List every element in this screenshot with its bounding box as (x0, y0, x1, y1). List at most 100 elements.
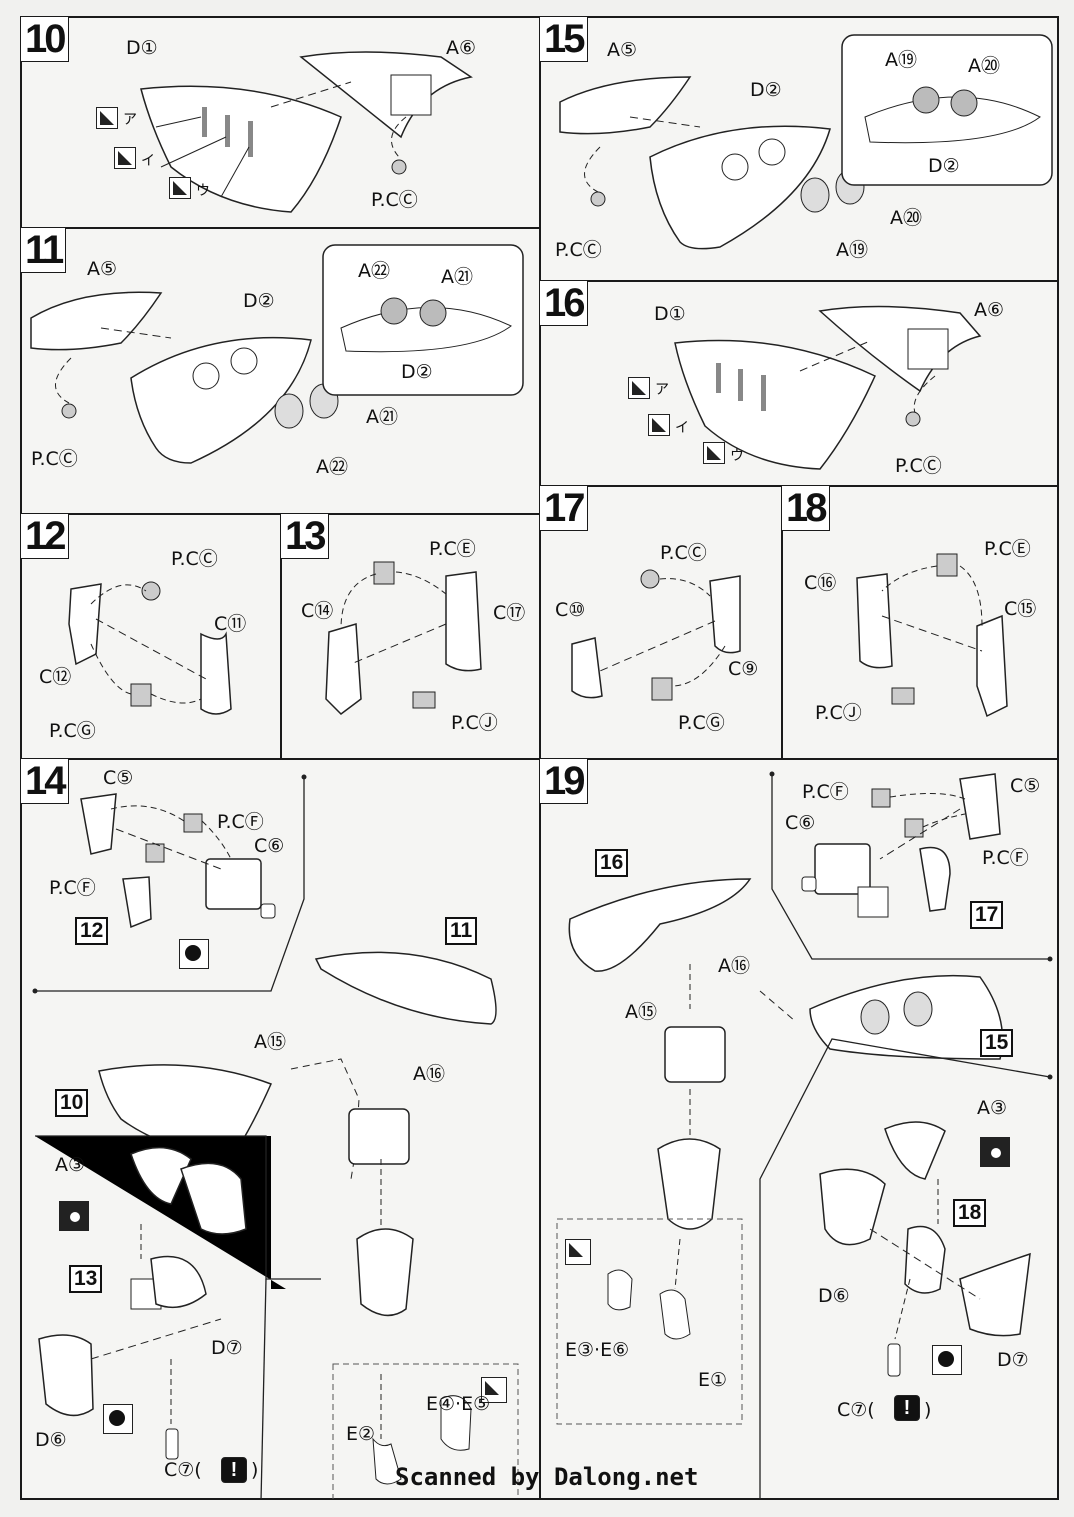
label-pcf2: P.CⒻ (982, 847, 1029, 869)
label-k2: イ (141, 153, 155, 169)
label-pc: P.CⒸ (895, 455, 942, 477)
label-c7-end: ) (251, 1459, 259, 1481)
step-number: 10 (21, 17, 69, 62)
label-c9: C⑨ (728, 658, 759, 680)
label-pce: P.CⒺ (429, 538, 476, 560)
label-c7: C⑦( (837, 1399, 875, 1421)
label-c6: C⑥ (785, 812, 816, 834)
step-19-drawing (556, 771, 1053, 1499)
label-d2: D② (243, 290, 275, 312)
label-c17: C⑰ (493, 602, 526, 624)
label-pcc: P.CⒸ (171, 548, 218, 570)
label-c5: C⑤ (1010, 775, 1041, 797)
label-pcf1: P.CⒻ (217, 811, 264, 833)
step-14-drawing (32, 774, 519, 1499)
circle-dot-icon (932, 1345, 962, 1375)
label-pcg: P.CⒼ (678, 712, 725, 734)
label-c16: C⑯ (804, 572, 837, 594)
label-e1: E① (698, 1369, 728, 1391)
label-pcf2: P.CⒻ (49, 877, 96, 899)
label-pce: P.CⒺ (984, 538, 1031, 560)
label-c11: C⑪ (214, 613, 247, 635)
label-a20b: A⑳ (890, 207, 922, 229)
cut-icon (481, 1377, 507, 1403)
cut-icon (628, 377, 650, 399)
ref-step-16: 16 (595, 849, 629, 877)
label-pcf1: P.CⒻ (802, 781, 849, 803)
label-d7: D⑦ (997, 1349, 1029, 1371)
label-a5: A⑤ (607, 39, 638, 61)
label-a21: A㉑ (441, 266, 473, 288)
step-10-panel: 10 D① A⑥ P.CⒸ ア イ ウ (20, 16, 541, 229)
label-k3: ウ (730, 448, 744, 464)
label-c15: C⑮ (1004, 598, 1037, 620)
label-e2: E② (346, 1423, 376, 1445)
step-18-panel: 18 P.CⒺ C⑯ C⑮ P.CⒿ (781, 485, 1059, 760)
label-c14: C⑭ (301, 600, 334, 622)
label-d1: D① (654, 303, 686, 325)
cut-icon (96, 107, 118, 129)
label-a15: A⑮ (625, 1001, 657, 1023)
label-c5: C⑤ (103, 767, 134, 789)
label-c12: C⑫ (39, 666, 72, 688)
cut-icon (648, 414, 670, 436)
label-pcj: P.CⒿ (815, 702, 862, 724)
exclamation-icon: ! (894, 1395, 920, 1421)
circle-dot-icon (59, 1201, 89, 1231)
ref-step-15: 15 (980, 1029, 1014, 1057)
step-number: 19 (540, 759, 588, 804)
cut-icon (169, 177, 191, 199)
label-c10: C⑩ (555, 599, 586, 621)
label-c6: C⑥ (254, 835, 285, 857)
label-a6: A⑥ (446, 37, 477, 59)
step-15-panel: 15 A⑤ D② A⑲ A⑳ D② A⑳ A⑲ P.CⒸ (539, 16, 1059, 282)
label-k1: ア (655, 382, 669, 398)
label-pcj: P.CⒿ (451, 712, 498, 734)
cut-icon (114, 147, 136, 169)
step-12-panel: 12 P.CⒸ C⑪ C⑫ P.CⒼ (20, 513, 282, 760)
step-number: 18 (782, 486, 830, 531)
exclamation-icon: ! (221, 1457, 247, 1483)
label-a3: A③ (977, 1097, 1008, 1119)
step-number: 14 (21, 759, 69, 804)
step-11-drawing (30, 244, 524, 464)
label-d2b: D② (928, 155, 960, 177)
step-10-drawing (140, 51, 473, 213)
label-e45: E④·E⑤ (426, 1393, 491, 1415)
step-12-drawing (68, 581, 232, 715)
ref-step-18: 18 (953, 1199, 987, 1227)
step-number: 12 (21, 514, 69, 559)
step-13-panel: 13 P.CⒺ C⑭ C⑰ P.CⒿ (280, 513, 541, 760)
label-d1: D① (126, 37, 158, 59)
step-13-drawing (325, 561, 482, 715)
label-d6: D⑥ (35, 1429, 67, 1451)
label-a21b: A㉑ (366, 406, 398, 428)
step-16-panel: 16 D① A⑥ P.CⒸ ア イ ウ (539, 280, 1059, 487)
step-17-drawing (571, 569, 741, 701)
ref-step-11: 11 (445, 917, 478, 945)
step-number: 13 (281, 514, 329, 559)
label-c7-end: ) (924, 1399, 932, 1421)
label-pcc: P.CⒸ (660, 542, 707, 564)
cut-icon (703, 442, 725, 464)
step-16-drawing (674, 305, 982, 470)
label-a15: A⑮ (254, 1031, 286, 1053)
circle-dot-icon (179, 939, 209, 969)
circle-dot-icon (980, 1137, 1010, 1167)
label-c7: C⑦( (164, 1459, 202, 1481)
label-d2: D② (750, 79, 782, 101)
step-18-drawing (856, 553, 1008, 718)
circle-dot-icon (103, 1404, 133, 1434)
step-11-panel: 11 A⑤ D② A㉒ A㉑ D② A㉑ A㉒ P.CⒸ (20, 227, 541, 515)
label-pcg: P.CⒼ (49, 720, 96, 742)
step-17-panel: 17 P.CⒸ C⑩ C⑨ P.CⒼ (539, 485, 783, 760)
ref-step-10: 10 (55, 1089, 89, 1117)
label-a3: A③ (55, 1154, 86, 1176)
label-a6: A⑥ (974, 299, 1005, 321)
label-a22b: A㉒ (316, 456, 348, 478)
ref-step-17: 17 (970, 901, 1004, 929)
label-k3: ウ (196, 183, 210, 199)
label-d2b: D② (401, 361, 433, 383)
label-a16: A⑯ (718, 955, 750, 977)
step-14-panel: 14 C⑤ P.CⒻ C⑥ P.CⒻ 12 (20, 758, 541, 1500)
